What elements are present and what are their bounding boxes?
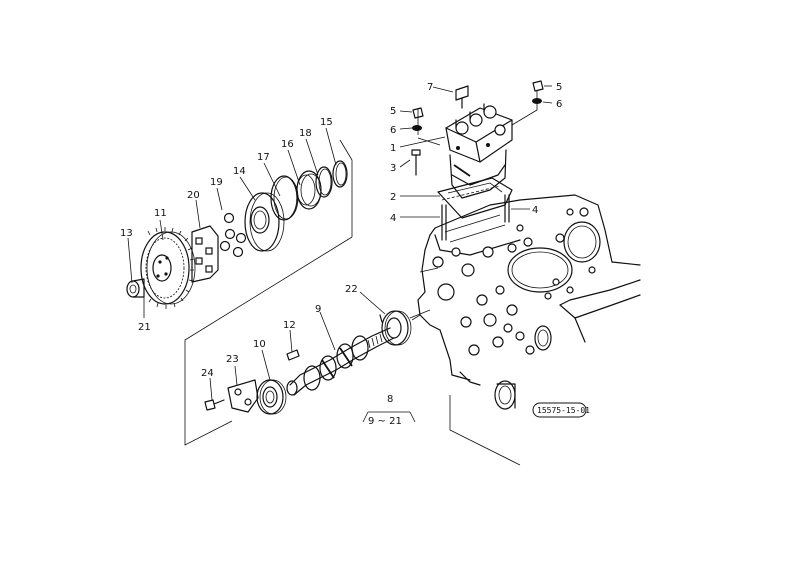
part-label-1: 1: [390, 143, 396, 154]
part-label-16: 16: [281, 139, 294, 150]
part-label-3: 3: [390, 163, 396, 174]
part-label-13: 13: [120, 228, 133, 239]
part-label-19: 19: [210, 177, 223, 188]
part-label-21: 21: [138, 322, 151, 333]
part-label-23: 23: [226, 354, 239, 365]
group-bracket: [184, 139, 353, 446]
engine-block: [411, 194, 641, 466]
part-label-5-right: 5: [556, 82, 562, 93]
part-label-20: 20: [187, 190, 200, 201]
cam-gear-assembly: [126, 160, 348, 309]
part-label-6-left: 6: [390, 125, 396, 136]
part-label-2: 2: [390, 192, 396, 203]
diagram-code: 15575-15-01: [537, 406, 590, 415]
part-label-10: 10: [253, 339, 266, 350]
part-label-15: 15: [320, 117, 333, 128]
part-label-4-left: 4: [390, 213, 396, 224]
part-label-4-right: 4: [532, 205, 538, 216]
part-label-7: 7: [427, 82, 433, 93]
part-label-24: 24: [201, 368, 214, 379]
part-label-14: 14: [233, 166, 246, 177]
part-number-labels: 7 5 6 1 3 2 4 5 6 4 22 9 12 10 23 24 13 …: [120, 82, 562, 379]
diagram-code-box: 15575-15-01: [532, 402, 590, 418]
part-label-22: 22: [345, 284, 358, 295]
part-label-18: 18: [299, 128, 312, 139]
part-label-11: 11: [154, 208, 167, 219]
part-label-9: 9: [315, 304, 321, 315]
group-range-label: 9 ~ 21: [368, 416, 402, 427]
part-label-5-left: 5: [390, 106, 396, 117]
part-label-12: 12: [283, 320, 296, 331]
injection-pump: [437, 103, 513, 241]
group-number-label: 8: [387, 394, 393, 405]
leader-lines: [127, 85, 553, 401]
group-reference: 8 9 ~ 21: [362, 394, 416, 427]
part-label-6-right: 6: [556, 99, 562, 110]
part-label-17: 17: [257, 152, 270, 163]
camshaft-assembly: [204, 310, 412, 415]
